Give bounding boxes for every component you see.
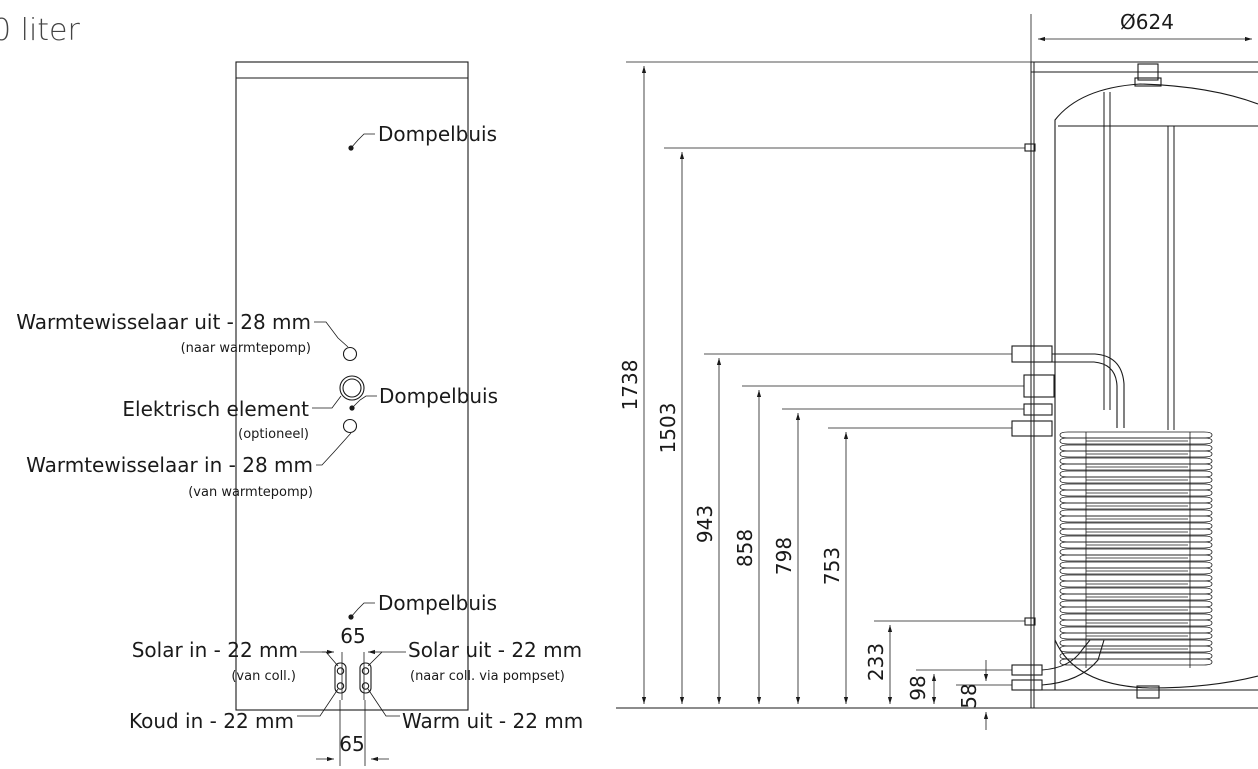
coil-turn [1059,509,1213,517]
elektrisch-element-sublabel: (optioneel) [238,427,309,442]
coil-turn [1059,574,1213,582]
coil-turn [1059,528,1213,536]
dim-798: 798 [772,537,796,575]
stub-943 [1011,345,1053,363]
stub-98 [1011,664,1043,676]
bottom-pipe-2 [1041,639,1105,686]
dompelbuis-mid-marker [349,395,377,411]
coil-turn [1059,645,1213,653]
coil-turn [1059,489,1213,497]
wt-uit-connection [314,321,358,362]
warm-uit-label: Warm uit - 22 mm [402,709,583,733]
drawing-title: 0 liter [0,13,81,48]
coil-turn [1059,613,1213,621]
coil-turn [1059,483,1213,491]
solar-uit-label: Solar uit - 22 mm [408,638,582,662]
dim-98: 98 [906,675,930,700]
stub-58 [1011,679,1043,691]
coil-turn [1059,522,1213,530]
elektrisch-element-label: Elektrisch element [122,397,309,421]
coil-turn [1059,554,1213,562]
coil-turn [1059,567,1213,575]
stub-798 [1023,403,1053,416]
dim-58: 58 [957,683,981,708]
solar-uit-sublabel: (naar coll. via pompset) [410,669,565,684]
front-tank-outline [235,61,469,711]
koud-in-leader [297,688,339,717]
elektrisch-element-connection [312,375,365,409]
solar-in-label: Solar in - 22 mm [132,638,298,662]
coil-turn [1059,652,1213,660]
coil-turn [1059,619,1213,627]
coil-turn [1059,476,1213,484]
coil-turn [1059,470,1213,478]
spacing-bottom-value: 65 [339,732,364,756]
stub-233 [1024,617,1036,626]
dompelbuis-top-marker [348,133,375,151]
inner-vessel-outline [1054,83,1258,690]
top-nipple-flange [1134,77,1162,87]
coil-turn [1059,535,1213,543]
koud-in-label: Koud in - 22 mm [129,709,294,733]
dim-1738: 1738 [618,360,642,411]
coil-turn [1059,626,1213,634]
heat-exchanger-pipe-inner [1052,361,1118,428]
dim-753: 753 [820,547,844,585]
inner-vessel-bottom [1054,639,1258,689]
stub-753 [1011,420,1053,437]
bottom-nipple [1136,685,1160,699]
dim-858: 858 [733,529,757,567]
coil-turn [1059,561,1213,569]
bottom-pipe-1 [1041,639,1091,671]
coil-turn [1059,632,1213,640]
coil-turn [1059,548,1213,556]
coil-turn [1059,437,1213,445]
spacing-bottom-dimension [316,700,389,766]
coil-turn [1059,457,1213,465]
wt-uit-sublabel: (naar warmtepomp) [181,341,311,356]
coil-turn [1059,496,1213,504]
coil-turn [1059,502,1213,510]
heat-exchanger-pipe-outer [1052,353,1125,428]
coil-turn [1059,541,1213,549]
solar-in-sublabel: (van coll.) [231,669,296,684]
stub-858 [1023,374,1055,398]
coil-turn [1059,580,1213,588]
bottom-connections [334,662,372,694]
wt-in-connection [316,418,358,466]
coil-turn [1059,587,1213,595]
coil-turn [1059,450,1213,458]
dompelbuis-bottom-label: Dompelbuis [378,591,497,615]
coil-turn [1059,593,1213,601]
coil-turn [1059,463,1213,471]
warm-uit-leader [367,688,400,717]
solar-in-leader [300,651,339,667]
dompelbuis-top-label: Dompelbuis [378,122,497,146]
dompelbuis-mid-label: Dompelbuis [379,384,498,408]
dompelbuis-bottom-marker [348,602,375,620]
coil-turn [1059,600,1213,608]
dim-1503: 1503 [656,403,680,454]
spacing-top-value: 65 [340,624,365,648]
top-nipple [1137,63,1159,81]
side-view: Ø624 [616,10,1258,730]
coil-turn [1059,431,1213,439]
stub-1503 [1024,143,1036,152]
diameter-value: Ø624 [1120,10,1174,34]
coil-turn [1059,658,1213,666]
wt-uit-label: Warmtewisselaar uit - 28 mm [16,310,311,334]
coil-turn [1059,444,1213,452]
wt-in-sublabel: (van warmtepomp) [188,485,313,500]
coil-turn [1059,606,1213,614]
dim-943: 943 [693,505,717,543]
wt-in-label: Warmtewisselaar in - 28 mm [26,453,313,477]
dim-233: 233 [864,643,888,681]
front-view: Dompelbuis Warmtewisselaar uit - 28 mm (… [16,61,583,766]
solar-uit-leader [367,651,406,667]
coil-turn [1059,515,1213,523]
coil-turn [1059,639,1213,647]
heat-exchanger-coil [1059,431,1213,668]
spacing-top-dimension [322,649,382,700]
